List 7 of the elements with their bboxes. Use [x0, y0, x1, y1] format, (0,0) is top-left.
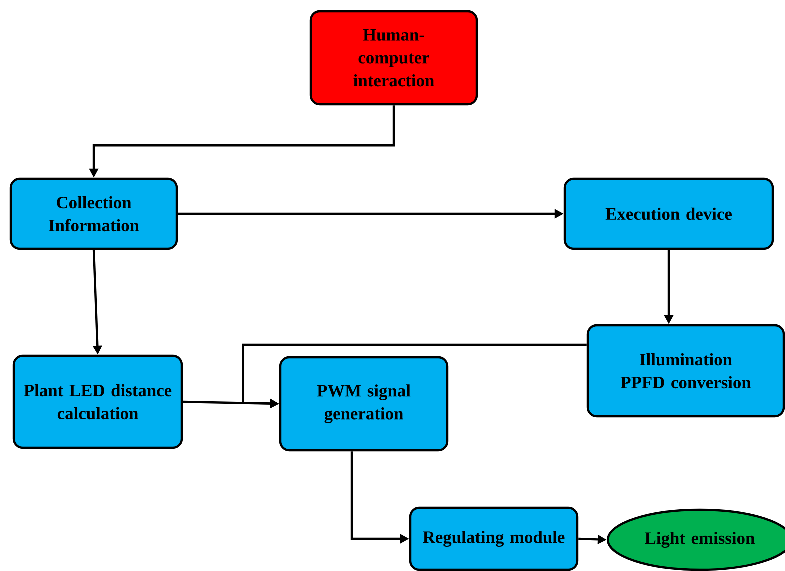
- process-box: Human-computer interaction: [310, 10, 478, 106]
- process-box: Execution device: [564, 178, 774, 250]
- process-box: Plant LED distance calculation: [12, 354, 184, 450]
- process-box: Regulating module: [409, 506, 579, 571]
- process-box: Collection Information: [10, 178, 178, 250]
- process-box: Illumination PPFD conversion: [586, 324, 785, 418]
- process-box: PWM signal generation: [279, 356, 449, 452]
